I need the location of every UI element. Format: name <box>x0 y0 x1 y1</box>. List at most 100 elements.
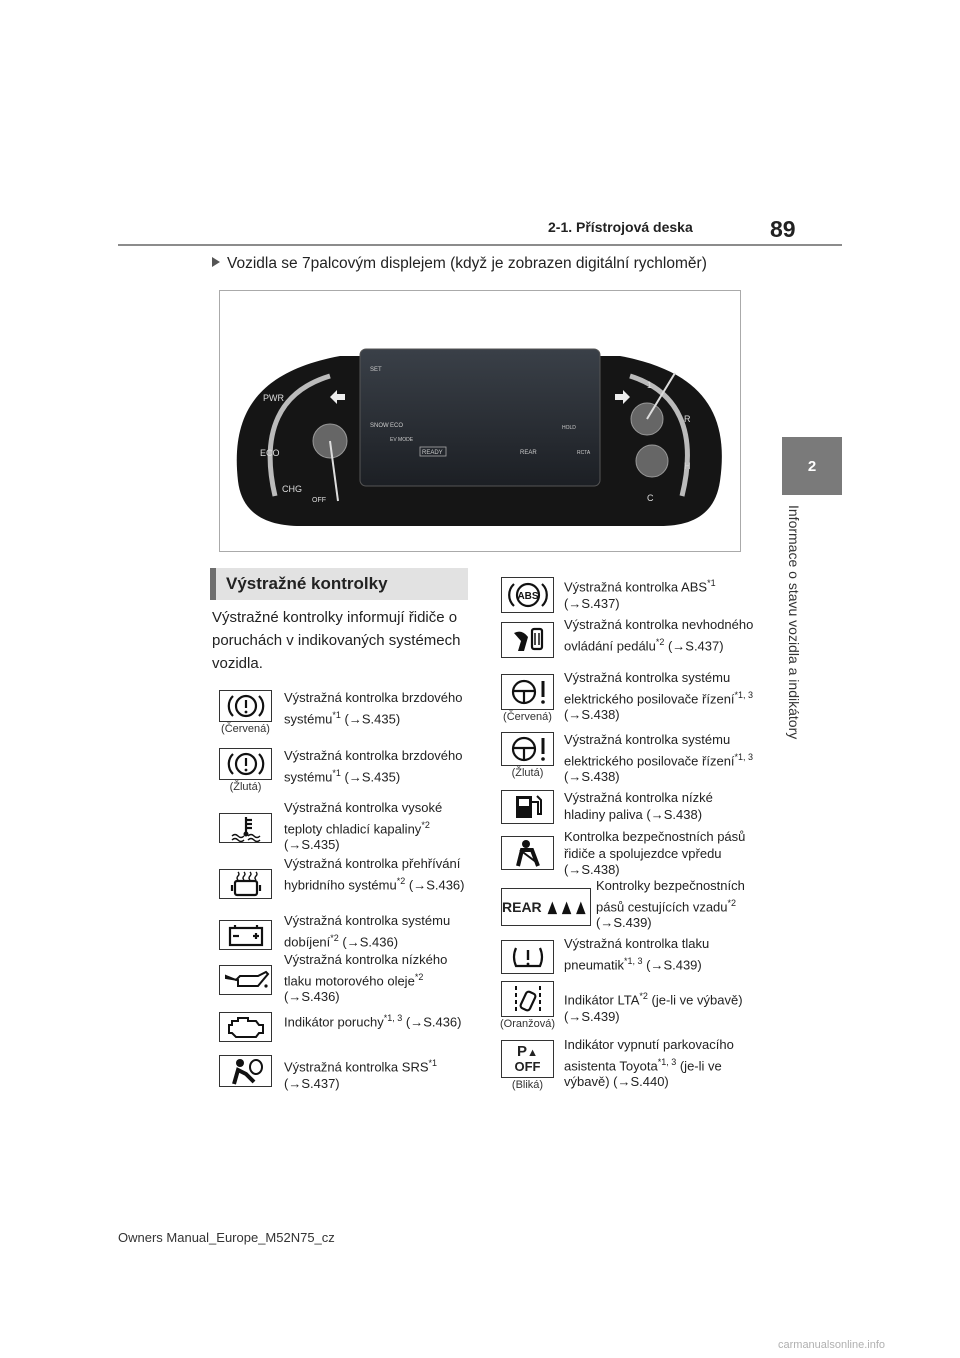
page-reference: (→S.439) <box>642 956 702 972</box>
footnote-ref: *1 <box>332 709 341 720</box>
page-reference: (→S.435) <box>340 768 401 784</box>
page-reference: (→S.435) <box>340 710 401 726</box>
cluster-label-chg: CHG <box>282 484 302 494</box>
page-reference: (→S.436) <box>338 933 399 949</box>
warning-description: Výstražná kontrolka přehří­vání hybridní… <box>284 856 466 893</box>
warning-description: Indikátor LTA*2 (je-li ve vý­bavě) (→S.4… <box>564 988 754 1025</box>
icon-caption: (Oranžová) <box>499 1018 556 1030</box>
right-turn-arrow-icon <box>615 390 630 404</box>
seatbelt-icon <box>501 836 554 870</box>
warning-description: Výstražná kontrolka systé­mu dobíjení*2 … <box>284 913 466 950</box>
off-label: OFF <box>514 1058 541 1074</box>
page-reference: (→S.439) <box>596 915 652 931</box>
center-display <box>359 348 601 487</box>
footnote-ref: *1, 3 <box>734 751 754 762</box>
warning-description: Kontrolky bezpečnost­ních pásů cestující… <box>596 878 754 932</box>
page-reference: (→S.436) <box>284 989 340 1005</box>
left-turn-arrow-icon <box>330 390 345 404</box>
eps-red-icon <box>501 674 554 710</box>
chapter-tab: 2 <box>782 437 842 495</box>
abs-icon: ABS <box>501 577 554 613</box>
footnote-ref: *2 <box>655 636 665 647</box>
page-reference: (→S.437) <box>664 637 724 653</box>
footnote-ref: *2 <box>414 971 424 982</box>
cluster-label-eco-small: ECO <box>390 423 403 429</box>
icon-caption: (Žlutá) <box>229 781 262 793</box>
warning-description: Výstražná kontrolka nevhod­ného ovládání… <box>564 617 754 654</box>
page-reference: (→S.436) <box>405 876 465 892</box>
description-text: Indikátor vypnutí parkovacího asistenta … <box>564 1037 734 1073</box>
ready-box <box>419 446 447 457</box>
description-text: Výstražná kontrolka nevhod­ného ovládání… <box>564 617 754 653</box>
warning-description: Výstražná kontrolka brzdové­ho systému*1… <box>284 748 466 785</box>
footnote-ref: *2 <box>396 875 406 886</box>
eps-yellow-icon <box>501 732 554 766</box>
right-knob-bottom <box>635 444 669 478</box>
footnote-ref: *1, 3 <box>623 955 643 966</box>
description-text: Výstražná kontrolka nízké hladiny paliva <box>564 790 713 822</box>
left-needle <box>329 440 339 502</box>
warning-description: Výstražná kontrolka tlaku pneumatik*1, 3… <box>564 936 754 973</box>
section-title: 2-1. Přístrojová deska <box>548 219 693 235</box>
footnote-ref: *2 <box>421 819 430 830</box>
header-rule <box>118 244 842 246</box>
page-number: 89 <box>770 216 796 242</box>
oil-pressure-icon <box>219 965 272 995</box>
cluster-label-r: R <box>684 414 691 424</box>
icon-caption: (Žlutá) <box>511 767 544 779</box>
warning-description: Výstražná kontrolka nízké hladiny paliva… <box>564 790 754 823</box>
page-reference: (→S.438) <box>564 862 620 877</box>
cluster-label-hold: HOLD <box>562 425 576 431</box>
page-reference: (→S.438) <box>564 707 620 723</box>
icon-caption: (Bliká) <box>511 1079 544 1091</box>
warning-description: Indikátor vypnutí parkovacího asistenta … <box>564 1037 754 1091</box>
chapter-title: Informace o stavu vozidla a indikátory <box>786 505 802 740</box>
description-text: Výstražná kontrolka brzdové­ho systému <box>284 690 463 726</box>
warning-description: Indikátor poruchy*1, 3 (→S.436) <box>284 1010 466 1031</box>
fuel-gauge-arc <box>629 373 690 497</box>
battery-icon <box>219 920 272 950</box>
cluster-label-ready: READY <box>422 450 443 456</box>
description-text: Výstražná kontrolka přehří­vání hybridní… <box>284 856 461 892</box>
footnote-ref: *1, 3 <box>383 1013 403 1023</box>
cluster-label-off: OFF <box>312 497 326 504</box>
footnote-ref: *2 <box>727 897 737 908</box>
description-text: Indikátor poruchy <box>284 1014 384 1030</box>
page-reference: (je-li ve výbavě) (→S.440) <box>564 1057 722 1090</box>
description-text: Výstražná kontrolka SRS <box>284 1059 429 1075</box>
brake-yellow-icon <box>219 748 272 780</box>
cluster-label-ev-mode: EV MODE <box>390 437 414 443</box>
warning-description: Výstražná kontrolka nízkého tlaku motoro… <box>284 952 466 1006</box>
page-reference: (→S.438) <box>564 769 620 785</box>
warning-description: Výstražná kontrolka systé­mu elektrickéh… <box>564 670 754 724</box>
warning-description: Výstražná kontrolka brzdové­ho systému*1… <box>284 690 466 727</box>
footnote-ref: *1 <box>707 578 716 588</box>
icon-caption: (Červená) <box>221 723 270 735</box>
cluster-label-rear: REAR <box>520 450 537 456</box>
page-reference: (je-li ve vý­bavě) (→S.439) <box>564 992 743 1024</box>
subheading: Vozidla se 7palcovým displejem (když je … <box>212 255 707 273</box>
warning-description: Výstražná kontrolka systé­mu elektrickéh… <box>564 732 754 786</box>
cluster-label-1: 1 <box>647 380 652 390</box>
page-reference: (→S.438) <box>642 806 703 822</box>
cluster-label-snow: SNOW <box>370 423 389 429</box>
warning-description: Výstražná kontrolka ABS*1 (→S.437) <box>564 575 754 612</box>
chapter-title-vertical: Informace o stavu vozidla a indikátory <box>780 505 810 765</box>
power-gauge-arc <box>267 373 331 497</box>
cluster-svg: PWR ECO CHG OFF SET SNOW ECO EV MODE REA… <box>236 348 722 526</box>
cluster-label-set: SET <box>370 367 382 373</box>
footnote-ref: *1 <box>332 767 341 778</box>
brake-red-icon <box>219 690 272 722</box>
chapter-number: 2 <box>807 457 817 475</box>
page-reference: (→S.435) <box>284 837 340 853</box>
section-heading: Výstražné kontrolky <box>210 568 468 600</box>
subheading-text: Vozidla se 7palcovým displejem (když je … <box>227 255 707 272</box>
warning-description: Výstražná kontrolka SRS*1 (→S.437) <box>284 1055 466 1092</box>
hybrid-overheat-icon <box>219 869 272 899</box>
instrument-cluster-illustration: PWR ECO CHG OFF SET SNOW ECO EV MODE REA… <box>219 290 741 552</box>
footnote-ref: *2 <box>330 932 339 943</box>
warning-description: Kontrolka bezpečnostních pásů řidiče a s… <box>564 829 754 879</box>
footnote-ref: *2 <box>639 991 648 1001</box>
cluster-label-h: H <box>684 461 691 471</box>
srs-airbag-icon <box>219 1055 272 1087</box>
